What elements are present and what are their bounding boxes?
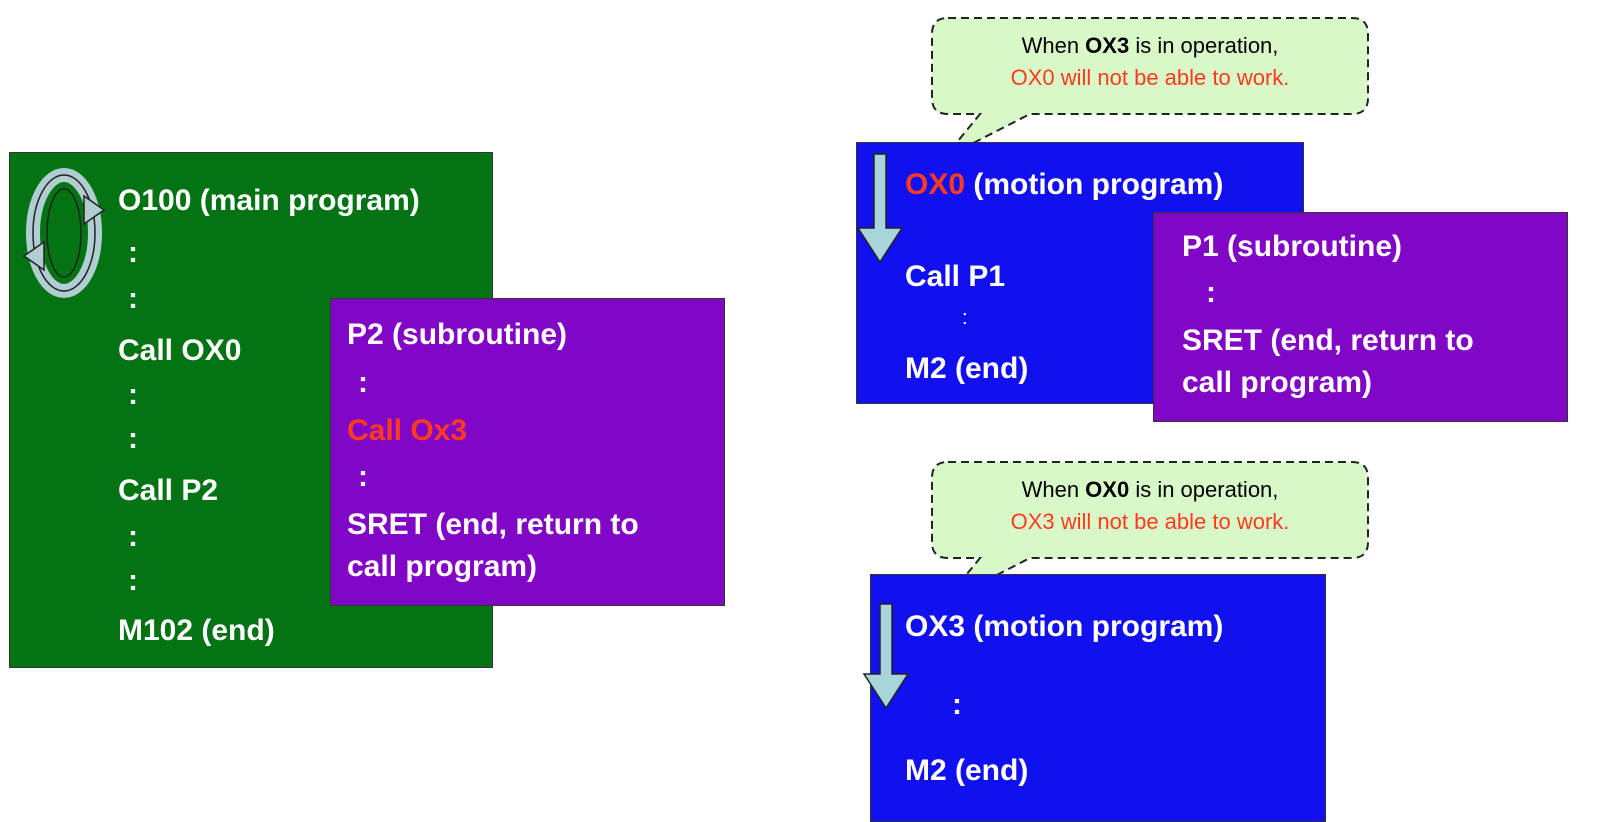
p1-end-line2: call program) (1182, 366, 1373, 399)
ox3-ellipsis: : (952, 688, 962, 721)
bubble-top-text: When OX3 is in operation, OX0 will not b… (932, 30, 1368, 94)
main-ellipsis: : (128, 378, 138, 411)
p1-subroutine-box (1153, 212, 1568, 422)
p2-title: P2 (subroutine) (347, 318, 568, 351)
p2-end-line2: call program) (347, 550, 538, 583)
speech-bubble-top (931, 17, 1369, 159)
bubble-bottom-line2: OX3 will not be able to work. (1010, 508, 1290, 534)
p1-title: P1 (subroutine) (1182, 230, 1403, 263)
ox0-title-rest: (motion program) (965, 168, 1224, 201)
p1-end-line1: SRET (end, return to (1182, 324, 1474, 357)
main-end: M102 (end) (118, 614, 275, 647)
p1-ellipsis: : (1206, 276, 1216, 309)
p2-subroutine-box (330, 298, 725, 606)
ox0-ellipsis: : (962, 307, 968, 329)
main-ellipsis: : (128, 236, 138, 269)
p2-ellipsis: : (358, 366, 368, 399)
main-ellipsis: : (128, 282, 138, 315)
ox0-call-p1: Call P1 (905, 260, 1006, 293)
bubble-top-bold: OX3 (1085, 33, 1130, 58)
bubble-bottom-line1: When OX0 is in operation, (1021, 477, 1279, 502)
ox0-title-highlight: OX0 (905, 168, 966, 201)
main-call-p2: Call P2 (118, 474, 219, 507)
bubble-bottom-text: When OX0 is in operation, OX3 will not b… (932, 474, 1368, 538)
p2-call-ox3: Call Ox3 (347, 414, 468, 447)
bubble-top-line1: When OX3 is in operation, (1021, 33, 1279, 58)
main-call-ox0: Call OX0 (118, 334, 242, 367)
p2-ellipsis: : (358, 460, 368, 493)
main-ellipsis: : (128, 564, 138, 597)
p2-end-line1: SRET (end, return to (347, 508, 639, 541)
ox3-end: M2 (end) (905, 754, 1029, 787)
main-ellipsis: : (128, 520, 138, 553)
bubble-top-line2: OX0 will not be able to work. (1010, 64, 1290, 90)
ox0-end: M2 (end) (905, 352, 1029, 385)
bubble-bottom-bold: OX0 (1085, 477, 1130, 502)
ox3-title: OX3 (motion program) (905, 610, 1224, 643)
main-ellipsis: : (128, 422, 138, 455)
main-program-title: O100 (main program) (118, 184, 420, 217)
ox0-title: OX0 (motion program) (905, 170, 1223, 200)
